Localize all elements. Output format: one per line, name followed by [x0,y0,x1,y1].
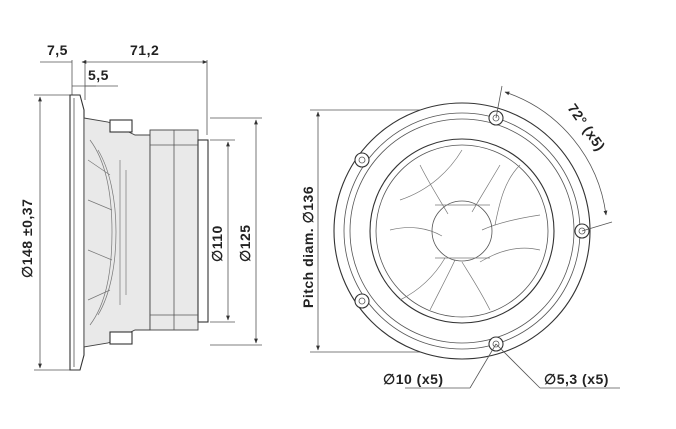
dim-mount: 5,5 [88,67,109,83]
hole-diameter-label: ∅5,3 (x5) [544,371,609,387]
slot-diameter-label: ∅10 (x5) [383,371,444,387]
angle-label: 72° (x5) [565,101,609,154]
dim-depth: 71,2 [130,42,159,58]
dim-magnet-diameter: ∅110 [209,225,225,262]
pitch-diameter-label: Pitch diam. ∅136 [300,186,316,308]
front-view: Pitch diam. ∅136 72° (x5) ∅10 (x5) ∅5,3 … [300,85,620,389]
dim-flange: 7,5 [47,42,68,58]
side-view: 7,5 71,2 5,5 ∅148 ±0,37 ∅110 ∅125 [19,42,262,371]
dim-outer-diameter: ∅148 ±0,37 [19,199,35,278]
dim-motor-diameter: ∅125 [237,224,253,262]
